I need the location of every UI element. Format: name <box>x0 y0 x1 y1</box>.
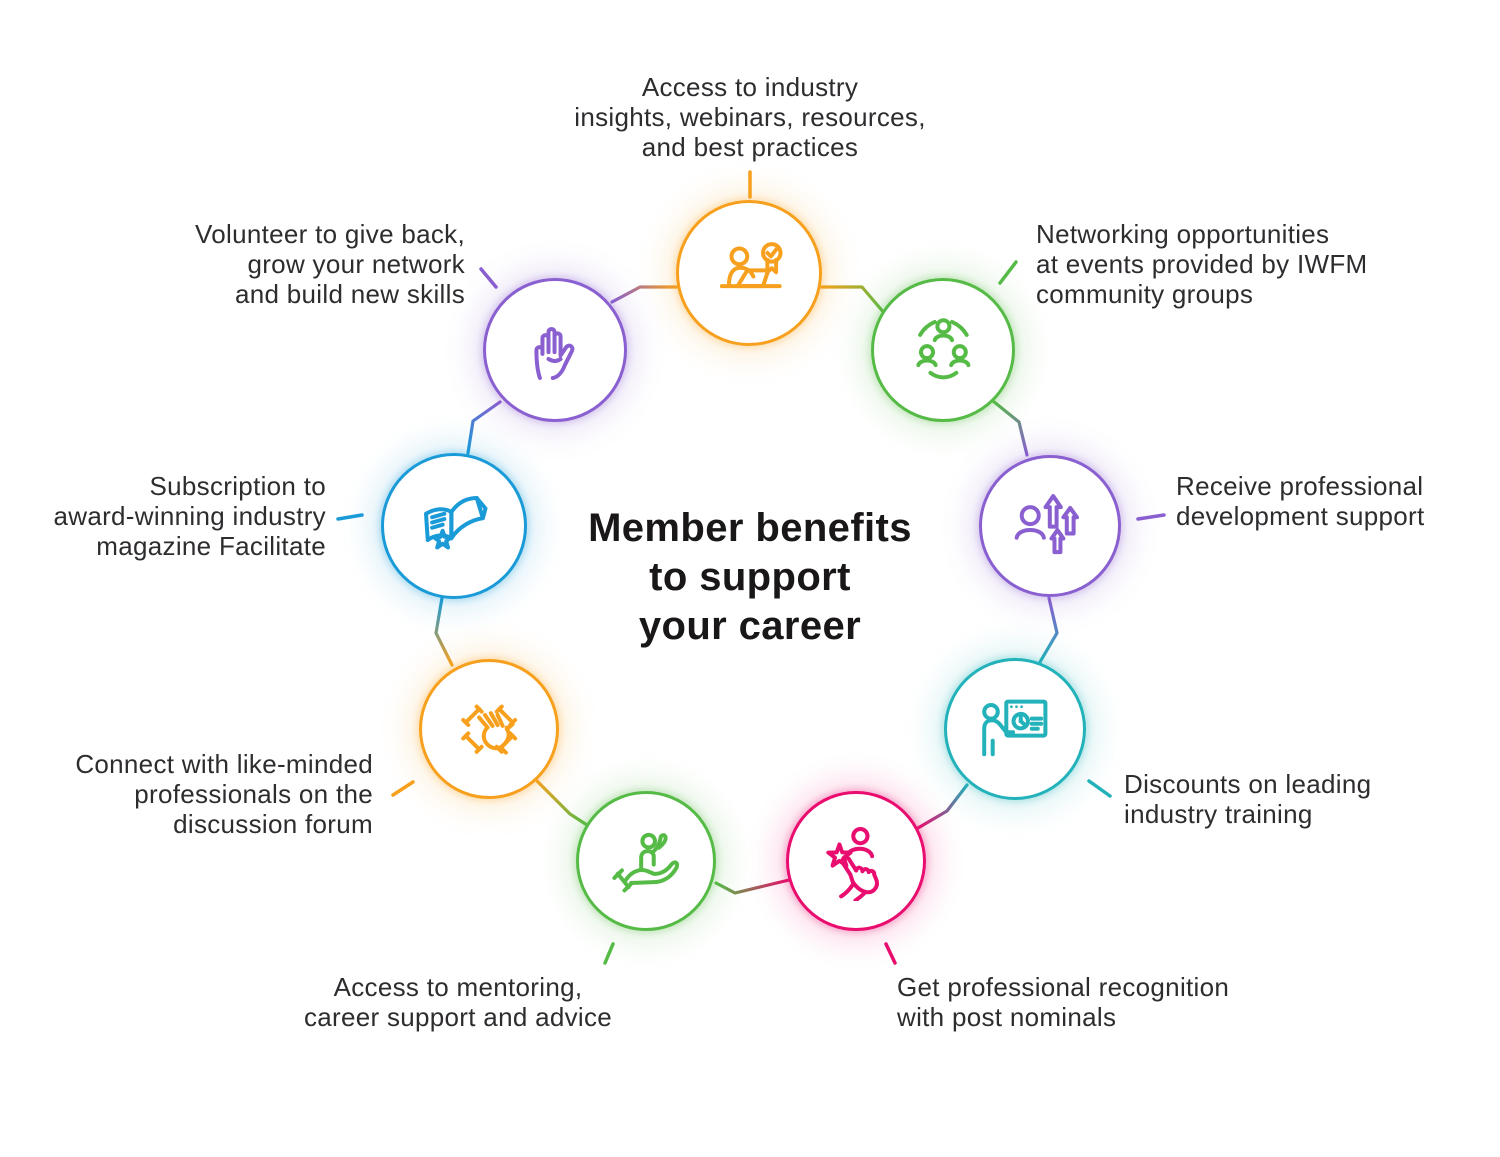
person-laptop-certificate-icon <box>707 231 791 315</box>
page-title: Member benefits to support your career <box>588 506 912 648</box>
node-professional-recognition <box>786 791 926 931</box>
label-ticks <box>336 170 1166 965</box>
label-magazine-subscription: Subscription to award-winning industry m… <box>53 471 326 561</box>
label-industry-insights: Access to industry insights, webinars, r… <box>574 72 926 162</box>
hand-tap-star-icon <box>816 821 896 901</box>
hands-in-teamwork-icon <box>449 689 529 769</box>
label-discussion-forum: Connect with like-minded professionals o… <box>75 749 373 839</box>
label-volunteering: Volunteer to give back, grow your networ… <box>195 219 465 309</box>
raised-hand-icon <box>514 309 597 392</box>
node-mentoring <box>576 791 716 931</box>
label-professional-recognition: Get professional recognition with post n… <box>897 972 1230 1032</box>
hand-holding-person-icon <box>606 821 686 901</box>
open-magazine-star-icon <box>412 484 496 568</box>
node-training-discounts <box>944 658 1086 800</box>
node-connectors <box>434 285 1059 895</box>
label-mentoring: Access to mentoring, career support and … <box>303 972 613 1032</box>
community-people-icon <box>902 309 985 392</box>
label-professional-development: Receive professional development support <box>1176 471 1425 531</box>
presenter-whiteboard-icon <box>974 688 1056 770</box>
node-industry-insights <box>676 200 822 346</box>
node-magazine-subscription <box>381 453 527 599</box>
node-professional-development <box>979 455 1121 597</box>
person-growth-arrows-icon <box>1009 485 1091 567</box>
label-training-discounts: Discounts on leading industry training <box>1124 769 1372 829</box>
label-networking: Networking opportunities at events provi… <box>1036 219 1368 309</box>
node-networking <box>871 278 1015 422</box>
node-volunteering <box>483 278 627 422</box>
node-discussion-forum <box>419 659 559 799</box>
